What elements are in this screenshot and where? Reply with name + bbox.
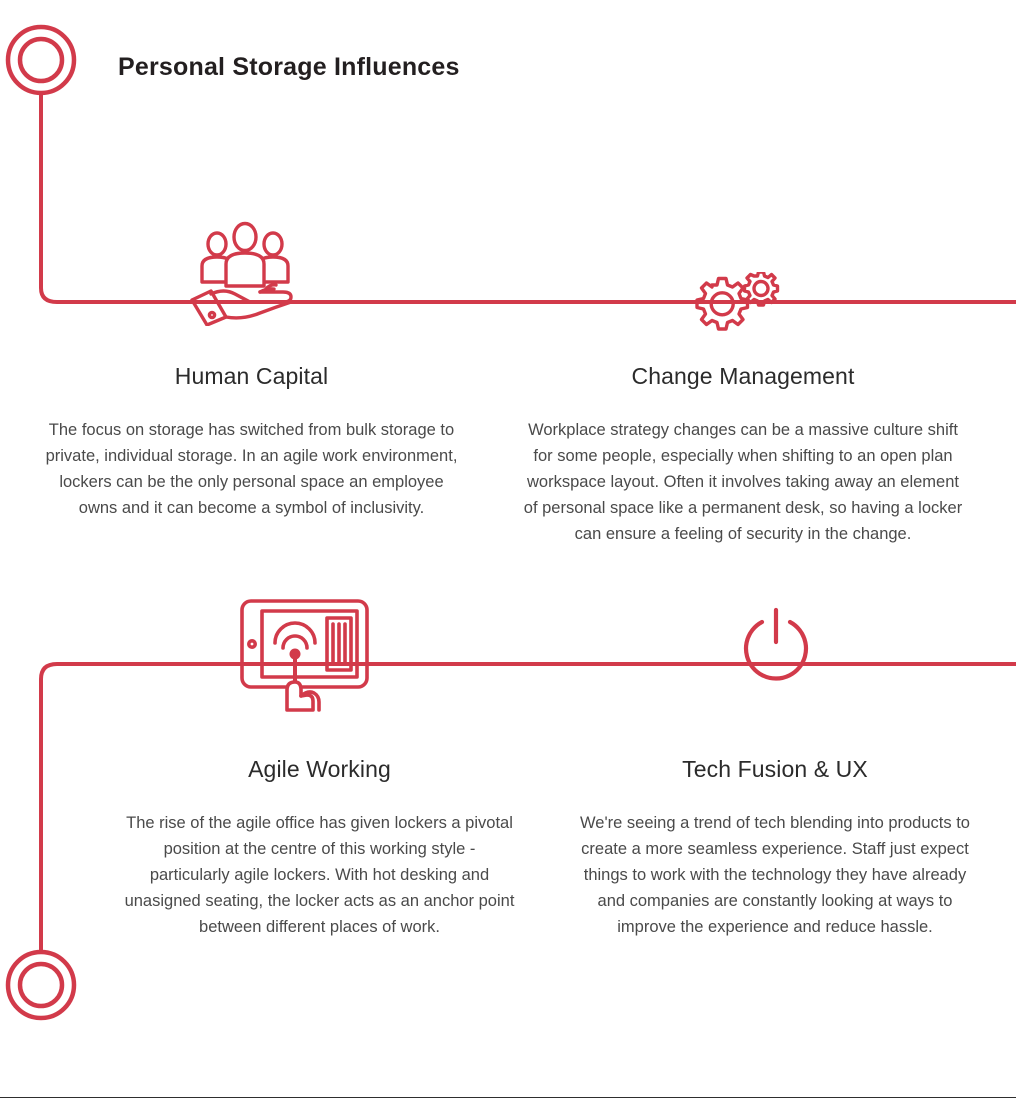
power-button-icon bbox=[736, 604, 816, 688]
section-body-agile-working: The rise of the agile office has given l… bbox=[124, 813, 515, 936]
page-title: Personal Storage Influences bbox=[118, 53, 460, 81]
start-node-icon bbox=[5, 24, 77, 96]
section-tech-fusion-ux: Tech Fusion & UX We're seeing a trend of… bbox=[570, 756, 980, 940]
section-heading-agile-working: Agile Working bbox=[248, 756, 391, 782]
people-in-hand-icon bbox=[188, 218, 308, 327]
section-body-change-management: Workplace strategy changes can be a mass… bbox=[523, 420, 963, 543]
section-human-capital: Human Capital The focus on storage has s… bbox=[43, 363, 460, 521]
section-heading-human-capital: Human Capital bbox=[174, 363, 329, 389]
section-body-tech-fusion-ux: We're seeing a trend of tech blending in… bbox=[580, 813, 970, 936]
gears-icon bbox=[676, 270, 780, 334]
bottom-divider bbox=[0, 1097, 1016, 1098]
section-change-management: Change Management Workplace strategy cha… bbox=[518, 363, 968, 547]
tablet-touch-icon bbox=[239, 598, 377, 716]
section-heading-tech-fusion-ux: Tech Fusion & UX bbox=[682, 756, 868, 782]
section-agile-working: Agile Working The rise of the agile offi… bbox=[122, 756, 517, 940]
end-node-icon bbox=[5, 949, 77, 1021]
section-heading-change-management: Change Management bbox=[631, 363, 855, 389]
section-body-human-capital: The focus on storage has switched from b… bbox=[45, 420, 458, 517]
